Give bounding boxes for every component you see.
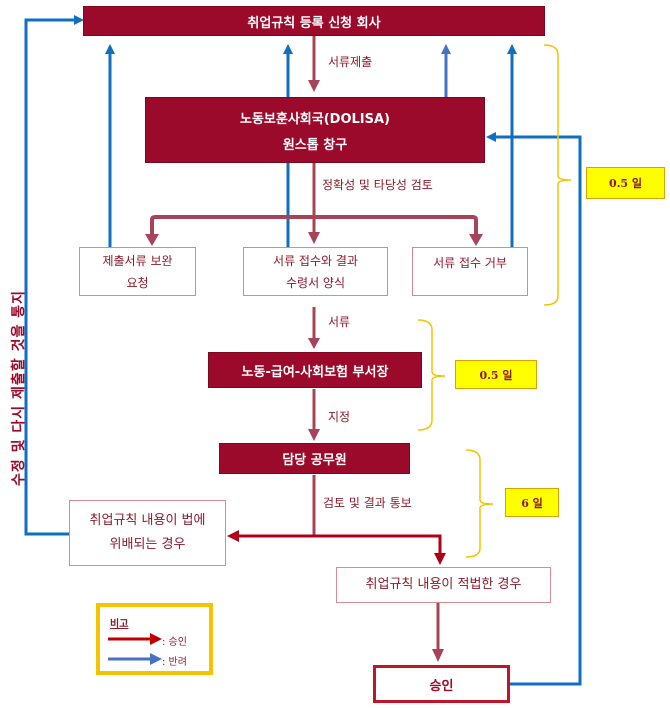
legend-title: 비고 bbox=[110, 619, 129, 630]
legend-item-approve: : 승인 bbox=[162, 637, 187, 648]
outcome-supplement-line2: 요청 bbox=[126, 275, 149, 290]
outcome-receipt-line1: 서류 접수와 결과 bbox=[273, 253, 358, 268]
flow-arrow-compliant-split bbox=[314, 534, 442, 556]
legend-return-arrowhead bbox=[150, 653, 162, 665]
outcome-receipt-line2: 수령서 양식 bbox=[285, 275, 345, 290]
compliant-text: 취업규칙 내용이 적법한 경우 bbox=[365, 577, 522, 592]
edge-label-review: 정확성 및 타당성 검토 bbox=[322, 178, 433, 192]
outcome-receipt-box: 서류 접수와 결과 수령서 양식 bbox=[243, 247, 388, 296]
approval-box: 승인 bbox=[373, 665, 510, 703]
officer-box: 담당 공무원 bbox=[219, 443, 410, 474]
duration-label-1: 0.5 일 bbox=[586, 167, 665, 199]
edge-label-notify: 검토 및 결과 통보 bbox=[323, 496, 412, 510]
outcome-supplement-box: 제출서류 보완 요청 bbox=[79, 247, 196, 296]
violation-line1: 취업규칙 내용이 법에 bbox=[89, 513, 206, 528]
legend: 비고 : 승인 : 반려 bbox=[96, 603, 213, 675]
outcome-reject-line1: 서류 접수 거부 bbox=[433, 256, 507, 270]
dolisa-subtitle: 원스톱 창구 bbox=[282, 137, 348, 153]
legend-item-return: : 반려 bbox=[162, 657, 187, 668]
dolisa-box: 노동보훈사회국(DOLISA) 원스톱 창구 bbox=[145, 97, 485, 163]
duration-label-2: 0.5 일 bbox=[455, 360, 537, 389]
outcome-supplement-line1: 제출서류 보완 bbox=[102, 253, 173, 268]
return-arrow-left-notice bbox=[24, 18, 76, 536]
dept-head-box: 노동-급여-사회보험 부서장 bbox=[208, 352, 422, 388]
return-arrow-approval bbox=[495, 135, 582, 686]
legend-arrows bbox=[108, 633, 162, 665]
flow-arrow-split bbox=[150, 215, 478, 238]
company-box: 취업규칙 등록 신청 회사 bbox=[83, 6, 545, 36]
brace-2 bbox=[417, 319, 446, 431]
duration-label-3: 6 일 bbox=[505, 488, 559, 517]
compliant-box: 취업규칙 내용이 적법한 경우 bbox=[336, 567, 551, 603]
edge-label-documents: 서류 bbox=[328, 315, 351, 329]
violation-box: 취업규칙 내용이 법에 위배되는 경우 bbox=[69, 500, 226, 566]
dolisa-title: 노동보훈사회국(DOLISA) bbox=[240, 111, 390, 127]
brace-3 bbox=[465, 449, 494, 558]
edge-label-assign: 지정 bbox=[328, 410, 351, 424]
brace-1 bbox=[543, 44, 572, 306]
side-notice-label: 수정 및 다시 제출할 것을 통지 bbox=[11, 290, 27, 486]
legend-approve-arrowhead bbox=[150, 633, 162, 645]
outcome-reject-box: 서류 접수 거부 bbox=[412, 247, 528, 296]
violation-line2: 위배되는 경우 bbox=[109, 537, 186, 552]
edge-label-submit: 서류제출 bbox=[328, 55, 373, 69]
